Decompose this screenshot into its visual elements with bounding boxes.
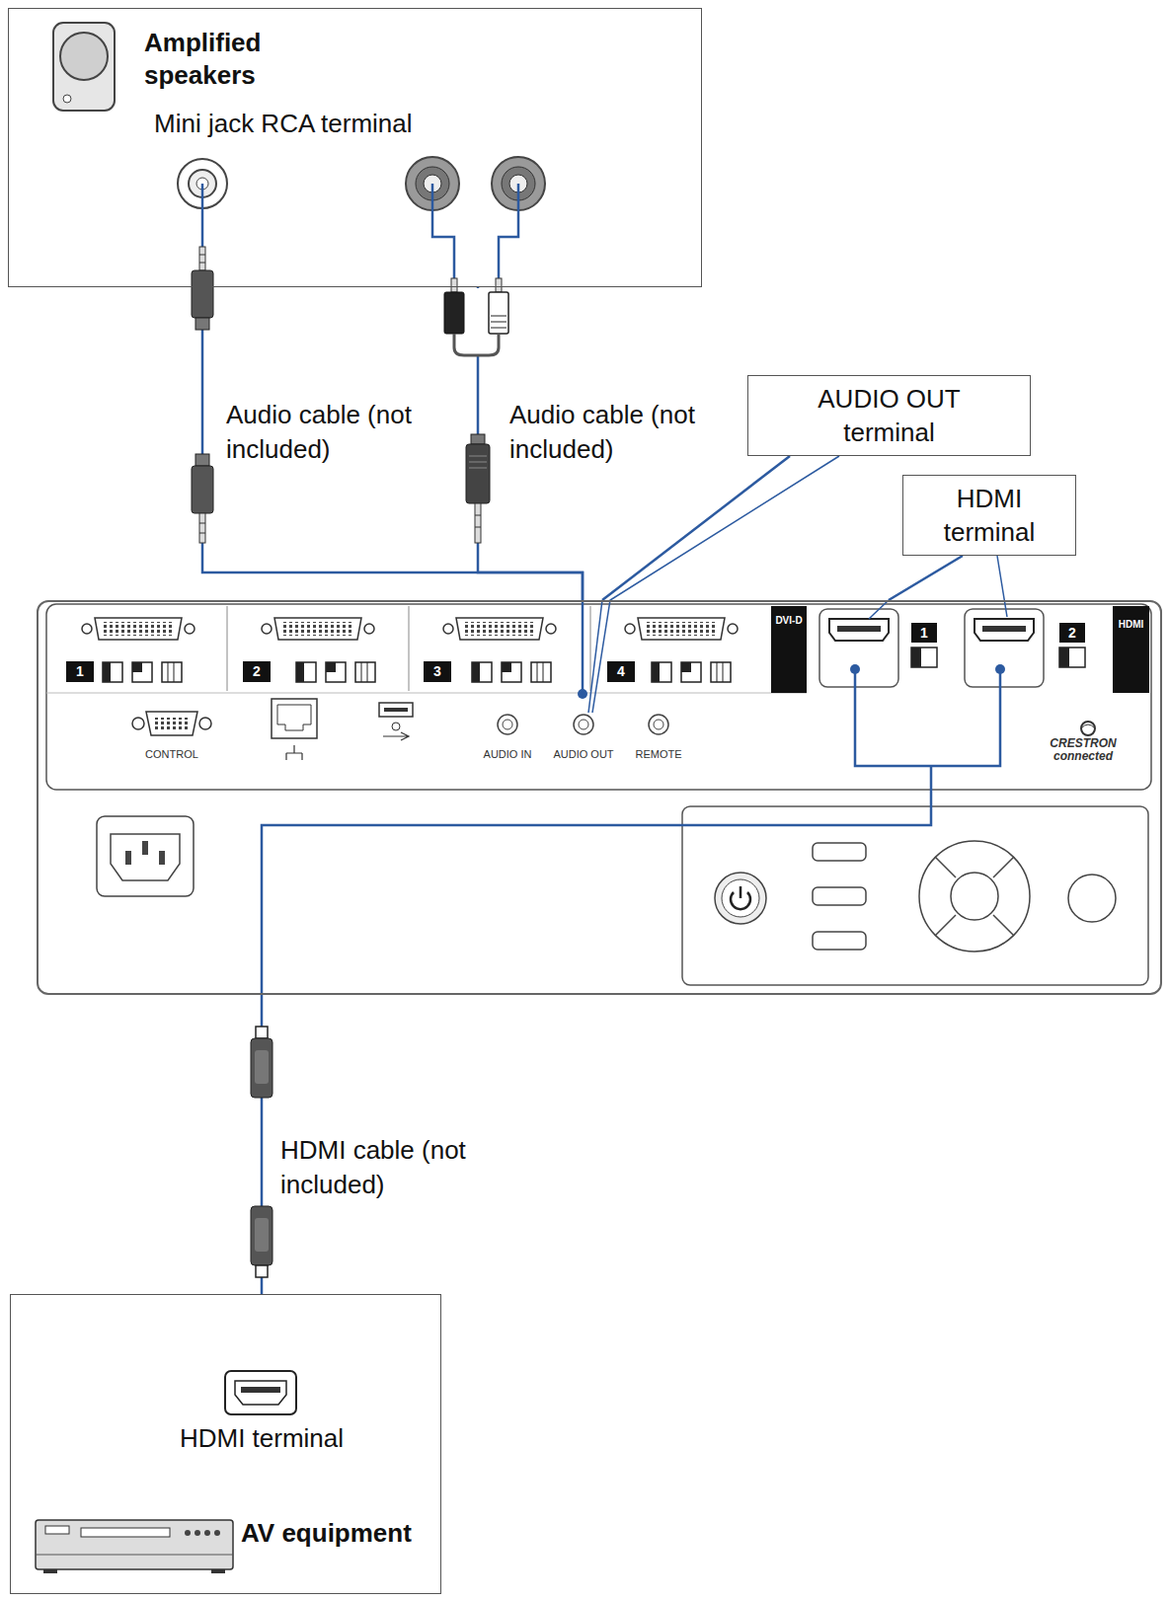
- brand-logo: CRESTRON connected: [1033, 737, 1133, 764]
- port-number: 1: [66, 661, 94, 683]
- speaker-box: Amplified speakersMini jack RCA terminal: [7, 7, 702, 288]
- port-label: REMOTE: [621, 747, 697, 762]
- port-number: 1: [911, 623, 937, 643]
- leader-line: [997, 555, 1008, 618]
- port-number: 3: [423, 661, 452, 683]
- box-text: Mini jack RCA terminal: [154, 107, 413, 141]
- cable-connector: [888, 555, 963, 601]
- port-label: CONTROL: [132, 747, 212, 762]
- cable-label: Audio cable (not included): [509, 397, 707, 468]
- port-number: 2: [1059, 623, 1086, 643]
- wire-dot: [577, 689, 588, 700]
- port-label: AUDIO OUT: [545, 747, 622, 762]
- cable-connector: [602, 456, 790, 601]
- box-title: Amplified speakers: [144, 26, 303, 92]
- section-tab-label: DVI-D: [771, 614, 807, 628]
- port-number: 4: [607, 661, 635, 683]
- leader-line: [592, 456, 840, 713]
- box-title: AV equipment: [240, 1517, 412, 1551]
- callout-text: AUDIO OUT terminal: [790, 382, 989, 450]
- callout-box: HDMI terminal: [902, 474, 1077, 556]
- port-label: AUDIO IN: [469, 747, 546, 762]
- leader-line: [868, 600, 889, 620]
- callout-text: HDMI terminal: [915, 481, 1064, 549]
- port-number: 2: [242, 661, 271, 683]
- device-housing: CRESTRON connected: [36, 600, 1163, 996]
- section-tab-label: HDMI: [1112, 618, 1150, 632]
- audio-wire: [581, 600, 585, 695]
- cable-label: Audio cable (not included): [226, 397, 424, 468]
- cable-label: HDMI cable (not included): [280, 1133, 478, 1203]
- callout-box: AUDIO OUT terminal: [747, 375, 1031, 457]
- box-text: HDMI terminal: [162, 1422, 361, 1456]
- av-equipment-box: HDMI terminal AV equipment: [9, 1294, 442, 1595]
